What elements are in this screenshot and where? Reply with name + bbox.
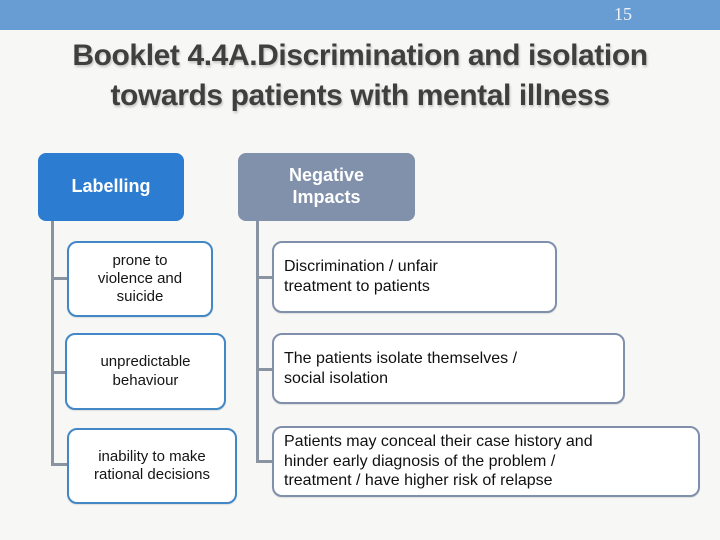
negative-impacts-connector-stub-2 [256, 368, 273, 371]
impact-item-isolation: The patients isolate themselves / social… [272, 333, 625, 404]
slide-title: Booklet 4.4A.Discrimination and isolatio… [72, 39, 648, 112]
impact-item-discrimination: Discrimination / unfair treatment to pat… [272, 241, 557, 313]
labelling-item-rational: inability to make rational decisions [67, 428, 237, 504]
labelling-item-violence: prone to violence and suicide [67, 241, 213, 317]
labelling-connector-vertical [51, 221, 54, 465]
negative-impacts-connector-stub-3 [256, 460, 273, 463]
negative-impacts-header-box: Negative Impacts [238, 153, 415, 221]
negative-impacts-connector-stub-1 [256, 276, 273, 279]
page-number: 15 [614, 4, 632, 24]
negative-impacts-connector-vertical [256, 221, 259, 462]
labelling-header-box: Labelling [38, 153, 184, 221]
labelling-connector-stub-2 [51, 371, 66, 374]
labelling-item-unpredictable: unpredictable behaviour [65, 333, 226, 410]
impact-item-conceal: Patients may conceal their case history … [272, 426, 700, 497]
labelling-connector-stub-1 [51, 277, 68, 280]
top-bar: 15 [0, 0, 720, 30]
labelling-connector-stub-3 [51, 463, 68, 466]
